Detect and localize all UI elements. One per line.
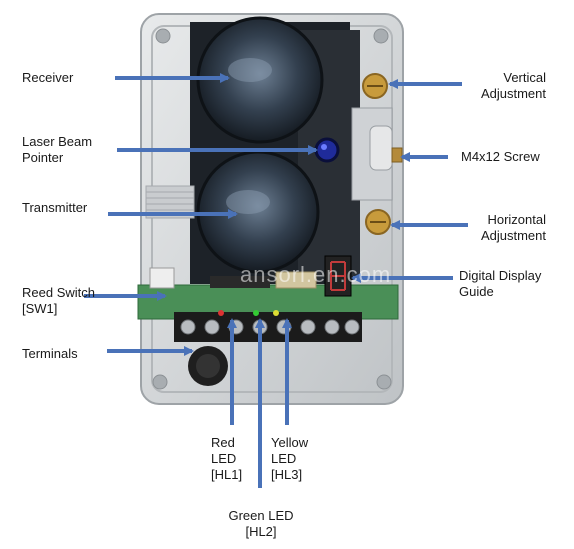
label-reed-switch: Reed Switch [SW1] bbox=[22, 285, 95, 316]
watermark: ansorl.en.com bbox=[240, 262, 392, 287]
label-digital-display-guide: Digital Display Guide bbox=[459, 268, 542, 299]
m4x12-screw-head bbox=[391, 147, 403, 163]
label-vertical-adjustment: Vertical Adjustment bbox=[480, 70, 546, 101]
label-laser-beam-pointer: Laser Beam Pointer bbox=[22, 134, 93, 165]
optics-block bbox=[190, 16, 360, 284]
label-horizontal-adjustment: Horizontal Adjustment bbox=[480, 212, 546, 243]
label-yellow-led: Yellow LED [HL3] bbox=[271, 435, 309, 482]
label-receiver: Receiver bbox=[22, 70, 74, 85]
adjustment-bracket bbox=[351, 73, 403, 235]
label-red-led: Red LED [HL1] bbox=[211, 435, 243, 482]
cable-gland bbox=[188, 346, 228, 386]
callout-arrows bbox=[84, 73, 468, 488]
label-m4x12-screw: M4x12 Screw bbox=[461, 149, 540, 164]
label-green-led: Green LED [HL2] bbox=[228, 508, 294, 539]
laser-pointer-lens bbox=[314, 137, 340, 163]
label-terminals: Terminals bbox=[22, 346, 78, 361]
label-transmitter: Transmitter bbox=[22, 200, 88, 215]
